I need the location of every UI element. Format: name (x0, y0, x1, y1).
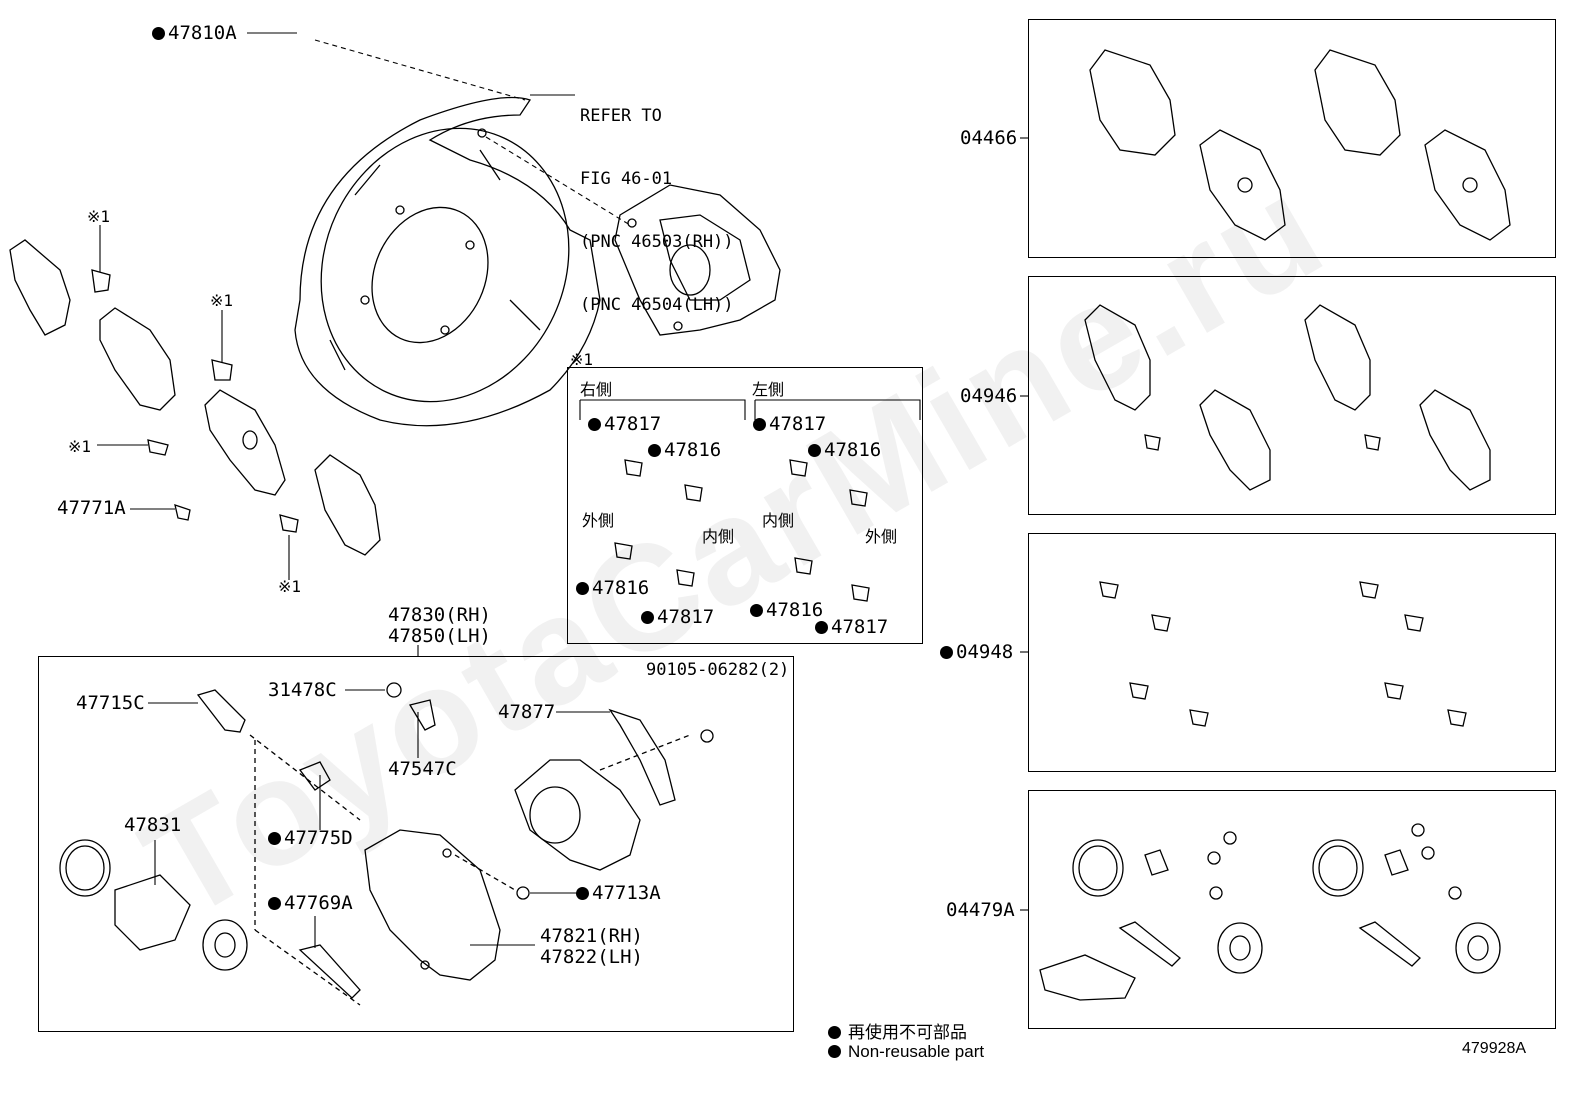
kit-04466-drawing (1089, 49, 1511, 241)
non-reusable-dot-icon (268, 897, 281, 910)
kit-04479A-drawing (1039, 823, 1501, 1001)
part-label-47713A[interactable]: 47713A (576, 884, 661, 903)
non-reusable-dot-icon (828, 1026, 841, 1039)
part-label-47817[interactable]: 47817 (815, 618, 888, 637)
non-reusable-dot-icon (588, 418, 601, 431)
non-reusable-dot-icon (268, 832, 281, 845)
part-label-47817[interactable]: 47817 (753, 415, 826, 434)
note-mark: ※1 (68, 437, 92, 456)
kit-04946-drawing (1084, 304, 1491, 491)
legend-en: Non-reusable part (828, 1042, 984, 1062)
refer-line: (PNC 46504(LH)) (580, 295, 734, 315)
part-label-47817[interactable]: 47817 (588, 415, 661, 434)
part-label-47715C[interactable]: 47715C (76, 692, 145, 714)
right-side-label: 右側 (580, 380, 613, 399)
part-label-47822[interactable]: 47822(LH) (540, 946, 643, 968)
non-reusable-dot-icon (815, 621, 828, 634)
non-reusable-dot-icon (641, 611, 654, 624)
outer-label: 外側 (865, 527, 898, 546)
note-mark: ※1 (570, 350, 594, 369)
kit-04948-drawing (1099, 581, 1467, 727)
non-reusable-dot-icon (808, 444, 821, 457)
part-label-90105-06282[interactable]: 90105-06282(2) (646, 660, 790, 680)
kit-box-04479A (1028, 790, 1556, 1029)
kit-box-04466 (1028, 19, 1556, 258)
refer-note: REFER TO FIG 46-01 (PNC 46503(RH)) (PNC … (580, 64, 734, 337)
note-mark: ※1 (87, 207, 111, 226)
non-reusable-dot-icon (152, 27, 165, 40)
part-label-47831[interactable]: 47831 (124, 814, 182, 836)
note-mark: ※1 (278, 577, 302, 596)
non-reusable-dot-icon (750, 604, 763, 617)
kit-box-04946 (1028, 276, 1556, 515)
refer-line: REFER TO (580, 106, 662, 126)
kit-label-04948[interactable]: 04948 (940, 643, 1013, 662)
part-label-47816[interactable]: 47816 (808, 441, 881, 460)
part-label-47816[interactable]: 47816 (648, 441, 721, 460)
note-mark: ※1 (210, 291, 234, 310)
legend-jp: 再使用不可部品 (828, 1018, 967, 1043)
non-reusable-dot-icon (940, 646, 953, 659)
part-label-47547C[interactable]: 47547C (388, 758, 457, 780)
part-label-47816[interactable]: 47816 (750, 601, 823, 620)
kit-label-04466[interactable]: 04466 (960, 127, 1018, 149)
non-reusable-dot-icon (648, 444, 661, 457)
part-label-47830[interactable]: 47830(RH) (388, 604, 491, 626)
backing-plate-drawing (294, 96, 601, 427)
part-label-31478C[interactable]: 31478C (268, 679, 337, 701)
part-label-47771A[interactable]: 47771A (57, 497, 126, 519)
part-label-47775D[interactable]: 47775D (268, 829, 353, 848)
note-clips-drawing (614, 459, 870, 602)
kit-label-04479A[interactable]: 04479A (946, 899, 1015, 921)
kit-label-04946[interactable]: 04946 (960, 385, 1018, 407)
outer-label: 外側 (582, 511, 615, 530)
diagram-id: 479928A (1462, 1040, 1527, 1057)
non-reusable-dot-icon (753, 418, 766, 431)
non-reusable-dot-icon (576, 887, 589, 900)
inner-label: 内側 (702, 527, 735, 546)
non-reusable-dot-icon (576, 582, 589, 595)
inner-label: 内側 (762, 511, 795, 530)
caliper-assembly-drawing (59, 682, 714, 1006)
refer-line: FIG 46-01 (580, 169, 673, 189)
part-label-47877[interactable]: 47877 (498, 701, 556, 723)
part-label-47821[interactable]: 47821(RH) (540, 925, 643, 947)
left-side-label: 左側 (752, 380, 785, 399)
callout-lines (97, 32, 1028, 948)
part-label-47816[interactable]: 47816 (576, 579, 649, 598)
caliper-assembly-box (38, 656, 794, 1032)
part-label-47810A[interactable]: 47810A (152, 24, 237, 43)
caliper-top-drawing (614, 184, 781, 336)
part-label-47769A[interactable]: 47769A (268, 894, 353, 913)
note-clip-box (567, 367, 923, 644)
part-label-47850[interactable]: 47850(LH) (388, 625, 491, 647)
non-reusable-dot-icon (828, 1045, 841, 1058)
kit-box-04948 (1028, 533, 1556, 772)
refer-line: (PNC 46503(RH)) (580, 232, 734, 252)
part-label-47817[interactable]: 47817 (641, 608, 714, 627)
pads-left-drawing (9, 239, 381, 556)
